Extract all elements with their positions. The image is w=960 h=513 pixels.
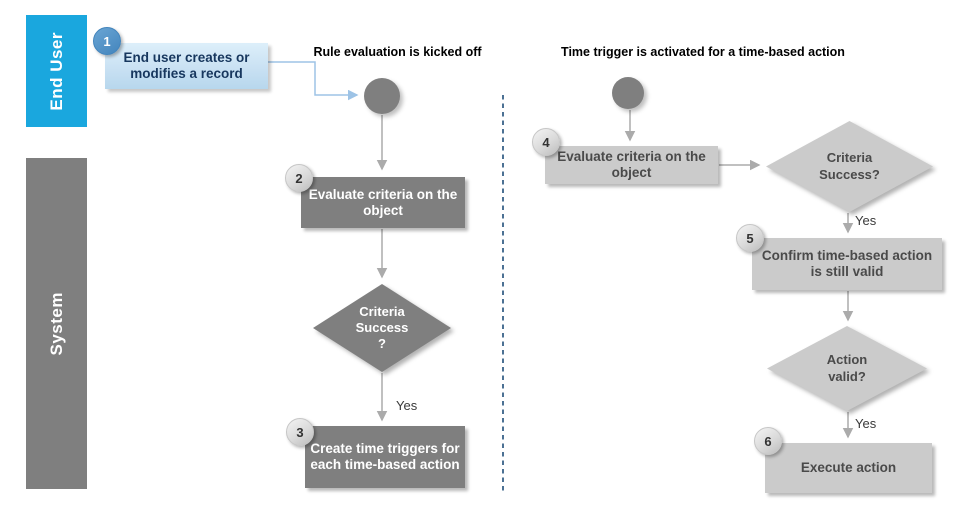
decision-criteria-success-left: Criteria Success ? (313, 284, 451, 372)
step-confirm-action-valid: Confirm time-based action is still valid (752, 238, 942, 290)
step-execute-action: Execute action (765, 443, 932, 493)
step-number-badge-3: 3 (286, 418, 314, 446)
decision-text-line: Action (826, 352, 868, 368)
flow-title-rule-evaluation: Rule evaluation is kicked off (313, 45, 482, 59)
decision-text-line: Success? (819, 166, 880, 182)
step-number-badge-1: 1 (93, 27, 121, 55)
start-node-time-trigger (612, 77, 644, 109)
decision-text-line: ? (378, 336, 386, 352)
edge-label-yes-decision1: Yes (396, 398, 418, 413)
step-number-badge-2: 2 (285, 164, 313, 192)
lane-end-user: End User (26, 15, 87, 127)
decision-text-line: valid? (828, 368, 866, 384)
decision-criteria-success-right: Criteria Success? (766, 121, 933, 212)
step-evaluate-criteria-right: Evaluate criteria on the object (545, 146, 718, 184)
start-node-rule-evaluation (364, 78, 400, 114)
decision-text-line: Criteria (826, 150, 873, 166)
decision-text-line: Criteria (359, 303, 405, 319)
lane-system: System (26, 158, 87, 489)
step-number-badge-6: 6 (754, 427, 782, 455)
edge-label-yes-decision3: Yes (855, 416, 877, 431)
step-number-badge-4: 4 (532, 128, 560, 156)
arrow-step1-to-start1 (268, 61, 359, 101)
decision-text-line: Success (355, 319, 409, 335)
step-evaluate-criteria-left: Evaluate criteria on the object (301, 177, 465, 228)
step-number-badge-5: 5 (736, 224, 764, 252)
decision-action-valid: Action valid? (767, 326, 927, 411)
step-end-user-creates-record: End user creates or modifies a record (105, 43, 268, 89)
step-create-time-triggers: Create time triggers for each time-based… (305, 426, 465, 488)
flow-title-time-trigger: Time trigger is activated for a time-bas… (561, 45, 845, 59)
edge-label-yes-decision2: Yes (855, 213, 877, 228)
